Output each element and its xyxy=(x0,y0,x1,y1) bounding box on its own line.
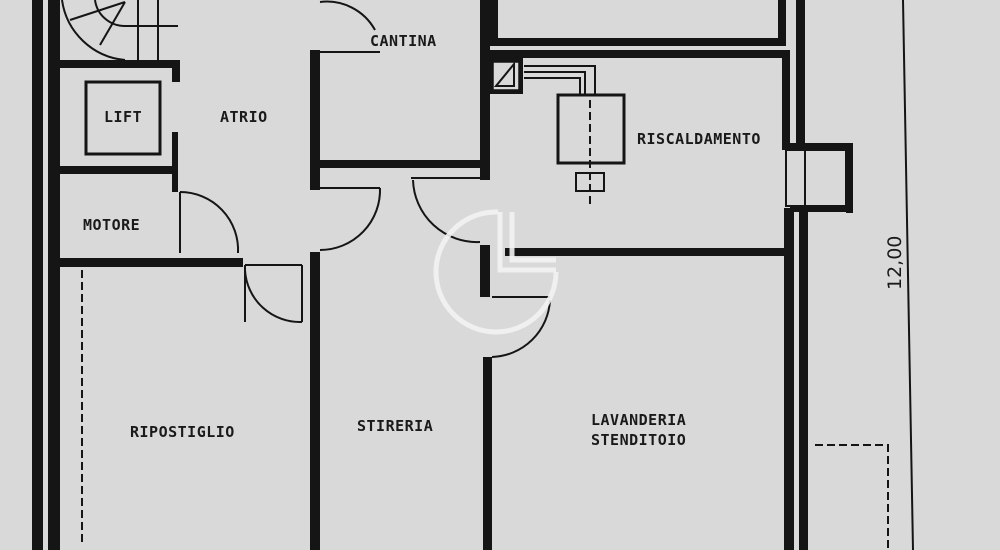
dashed-outline xyxy=(815,444,889,550)
doors xyxy=(179,0,551,358)
room-label-riscaldamento: RISCALDAMENTO xyxy=(637,130,761,148)
room-label-motore: MOTORE xyxy=(83,216,140,234)
room-label-cantina: CANTINA xyxy=(370,32,437,50)
room-label-ripostiglio: RIPOSTIGLIO xyxy=(130,423,235,441)
logo-watermark-icon xyxy=(433,209,559,335)
room-label-atrio: ATRIO xyxy=(220,108,268,126)
lift-car xyxy=(84,80,162,156)
room-label-stenditoio: STENDITOIO xyxy=(591,431,686,449)
boiler-equipment xyxy=(489,58,626,205)
dimension-label: 12,00 xyxy=(884,236,906,290)
room-label-lift: LIFT xyxy=(104,108,142,126)
room-label-lavanderia: LAVANDERIA xyxy=(591,411,686,429)
outer-walls xyxy=(32,0,853,550)
spiral-stair xyxy=(61,0,178,61)
dimension-line xyxy=(902,0,914,550)
room-label-stireria: STIRERIA xyxy=(357,417,433,435)
bump-box xyxy=(785,149,847,207)
